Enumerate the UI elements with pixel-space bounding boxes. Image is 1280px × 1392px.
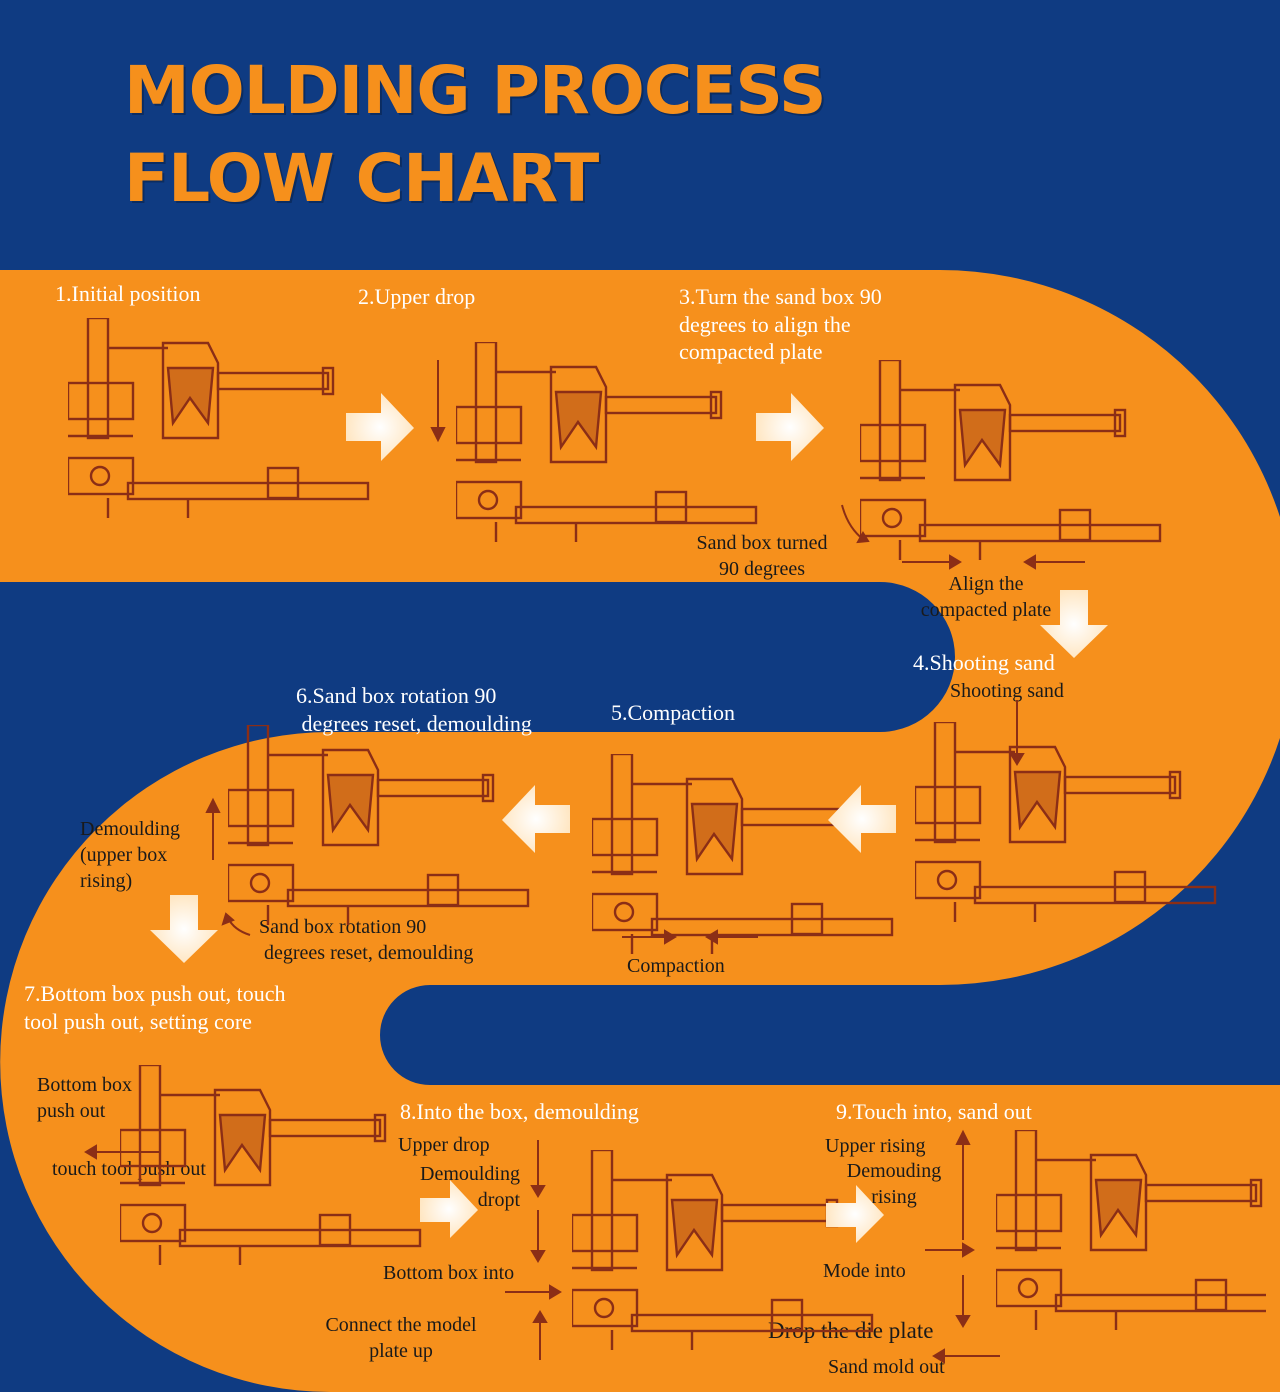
page-title-line-2: FLOW CHART bbox=[124, 140, 599, 217]
note-connect-model: Connect the model plate up bbox=[325, 1314, 477, 1362]
note-touch-tool-push: touch tool push out bbox=[52, 1158, 206, 1180]
step-9-label: 9.Touch into, sand out bbox=[836, 1099, 1032, 1124]
step-1-label: 1.Initial position bbox=[55, 281, 201, 306]
step-6-label: 6.Sand box rotation 90 degrees reset, de… bbox=[296, 683, 532, 736]
flow-arrow-left-icon bbox=[502, 785, 570, 853]
step-2-label: 2.Upper drop bbox=[358, 284, 476, 309]
flow-arrow-right-icon bbox=[346, 393, 414, 461]
note-bottom-box-into: Bottom box into bbox=[383, 1262, 515, 1284]
note-align-plate: Align the compacted plate bbox=[920, 573, 1052, 621]
flow-arrow-left-icon bbox=[828, 785, 896, 853]
flow-arrow-down-icon bbox=[150, 895, 218, 963]
step-3-label: 3.Turn the sand box 90 degrees to align … bbox=[679, 284, 882, 364]
note-shooting-sand: Shooting sand bbox=[950, 680, 1064, 702]
note-compaction: Compaction bbox=[627, 955, 725, 977]
note-mode-into: Mode into bbox=[823, 1260, 906, 1282]
note-rotation-reset: Sand box rotation 90 degrees reset, demo… bbox=[259, 916, 474, 964]
step-4-label: 4.Shooting sand bbox=[913, 650, 1055, 675]
page-title-line-1: MOLDING PROCESS bbox=[124, 52, 826, 129]
flow-arrow-right-icon bbox=[826, 1185, 884, 1243]
flow-arrow-right-icon bbox=[420, 1180, 478, 1238]
note-demoulding-upper: Demoulding (upper box rising) bbox=[80, 818, 180, 892]
band-shape bbox=[0, 270, 1280, 1392]
step-7-label: 7.Bottom box push out, touch tool push o… bbox=[24, 981, 286, 1034]
step-8-label: 8.Into the box, demoulding bbox=[400, 1099, 639, 1124]
flow-arrow-right-icon bbox=[756, 393, 824, 461]
note-upper-rising: Upper rising bbox=[825, 1135, 926, 1157]
note-bottom-box-push: Bottom box push out bbox=[37, 1074, 133, 1122]
step-5-label: 5.Compaction bbox=[611, 700, 736, 725]
flow-arrow-down-icon bbox=[1040, 590, 1108, 658]
note-sand-box-turned: Sand box turned 90 degrees bbox=[696, 532, 828, 580]
note-sand-mold-out: Sand mold out bbox=[828, 1356, 945, 1378]
note-upper-drop: Upper drop bbox=[398, 1134, 490, 1156]
note-demouding-rising: Demouding rising bbox=[846, 1160, 942, 1208]
note-demoulding-dropt: Demoulding dropt bbox=[420, 1163, 520, 1211]
